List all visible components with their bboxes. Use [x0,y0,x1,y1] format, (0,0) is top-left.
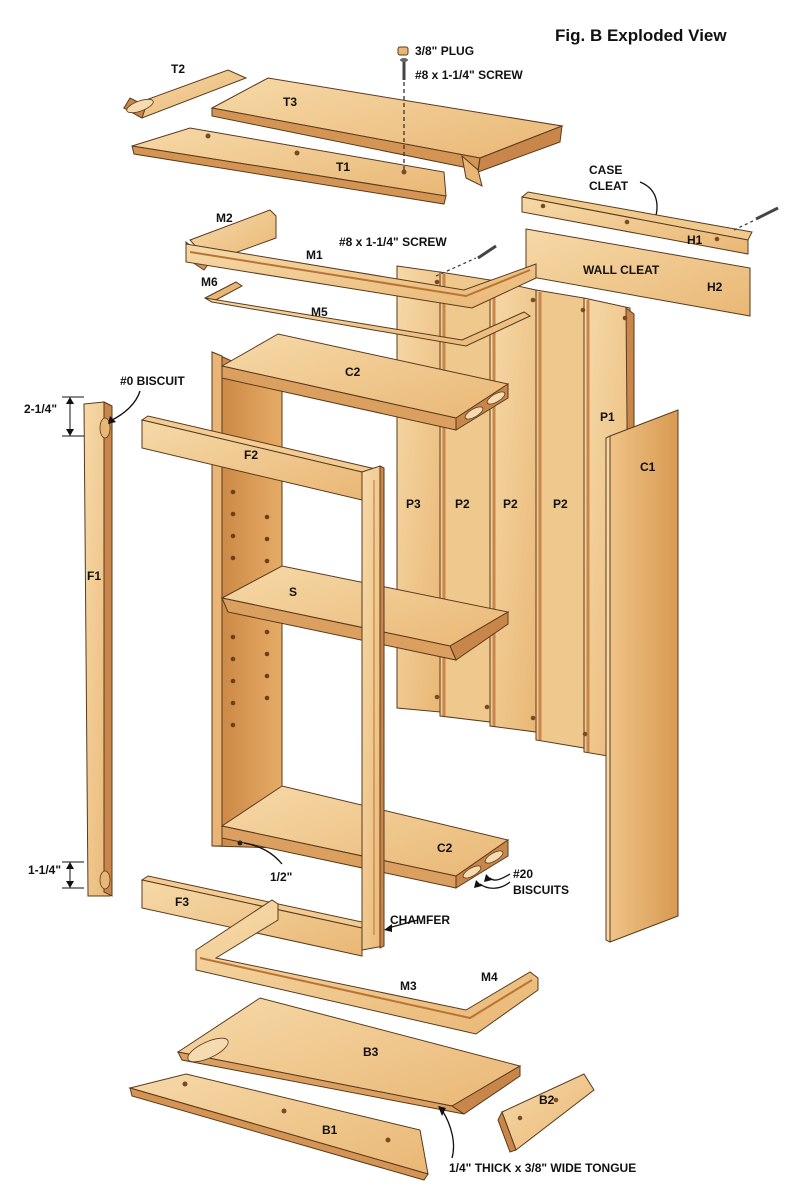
callout-case-cleat-2: CLEAT [589,179,629,193]
callout-biscuit-0: #0 BISCUIT [120,374,185,388]
part-b3 [176,997,522,1115]
callout-wall-cleat: WALL CLEAT [583,263,660,277]
screw-hole-icon [401,169,407,175]
label-b1: B1 [322,1123,338,1137]
label-f2: F2 [244,448,258,462]
label-c1: C1 [640,460,656,474]
arrow-half-inch [243,842,283,865]
biscuit-slot-icon [99,417,111,439]
label-m6: M6 [201,275,218,289]
label-m1: M1 [306,248,323,262]
arrowhead-icon [438,1106,446,1116]
callout-case-cleat-1: CASE [589,163,622,177]
label-p3: P3 [406,497,421,511]
screw-hole-icon [205,133,211,139]
screw-hole-icon [530,297,536,303]
arrowhead-icon [384,924,392,932]
label-f3: F3 [175,895,189,909]
arrow-tongue [441,1109,455,1159]
figure-title: Fig. B Exploded View [555,26,727,45]
biscuit-icon [462,865,482,879]
label-c2-bottom: C2 [437,841,453,855]
label-c2-top: C2 [345,365,361,379]
biscuit-icon [464,406,484,420]
label-m3: M3 [400,979,417,993]
biscuit-slot-icon [99,870,111,890]
label-m5: M5 [311,305,328,319]
callout-biscuit-20-2: BISCUITS [513,883,569,897]
label-t3: T3 [283,95,297,109]
part-t2 [122,69,248,119]
screw-icon [477,244,497,260]
part-t3 [210,77,564,187]
label-m2: M2 [216,211,233,225]
callout-half-inch: 1/2" [270,870,292,884]
part-m1 [185,243,537,309]
dimension-bottom [62,861,84,889]
screw-hole-icon [294,150,300,156]
label-h1: H1 [687,233,703,247]
dim-bottom-label: 1-1/4" [28,863,61,877]
part-f1 [83,401,113,897]
screw-icon [755,206,779,221]
part-h1 [520,191,753,255]
part-c2-top [220,333,510,431]
callout-chamfer: CHAMFER [390,913,450,927]
dim-top-label: 2-1/4" [24,402,57,416]
label-b3: B3 [363,1045,379,1059]
biscuit-icon [486,391,506,405]
label-p1: P1 [600,410,615,424]
arrowhead-icon [474,880,482,888]
callout-screw-top: #8 x 1-1/4" SCREW [415,68,523,82]
screw-hole-icon [714,236,720,242]
label-t2: T2 [171,62,185,76]
shelf-pin-holes [230,489,270,728]
plug-icon [397,46,409,56]
screw-hole-icon [530,715,536,721]
label-s: S [289,585,297,599]
callout-biscuit-20-1: #20 [513,867,533,881]
label-t1: T1 [336,160,350,174]
callout-plug: 3/8" PLUG [415,44,474,58]
label-p2-a: P2 [455,497,470,511]
arrow-biscuit-0 [111,390,141,421]
screw-hole-icon [624,219,630,225]
part-b1 [128,1073,429,1181]
biscuit-icon [484,850,504,864]
arrowhead-icon [484,874,492,882]
face-frame-right-stile [361,465,385,951]
part-c1 [605,409,679,943]
label-f1: F1 [87,569,101,583]
label-p2-c: P2 [553,497,568,511]
label-m4: M4 [481,970,498,984]
screw-hole-icon [434,279,440,285]
part-p2-c [535,289,585,749]
label-p2-b: P2 [503,497,518,511]
part-b2 [497,1073,595,1153]
label-b2: B2 [539,1093,555,1107]
part-m5 [204,297,532,347]
screw-hole-icon [484,704,490,710]
part-t1 [131,127,447,205]
screw-hole-icon [434,694,440,700]
callout-tongue: 1/4" THICK x 3/8" WIDE TONGUE [449,1161,636,1175]
screw-hole-icon [540,203,546,209]
label-h2: H2 [707,280,723,294]
part-h2 [525,228,751,317]
arrowhead-icon [108,416,116,424]
arrow-chamfer [387,919,419,929]
screw-icon [400,58,408,80]
part-m3 [195,899,539,1035]
dimension-top [62,396,84,437]
callout-screw-mid: #8 x 1-1/4" SCREW [339,235,447,249]
